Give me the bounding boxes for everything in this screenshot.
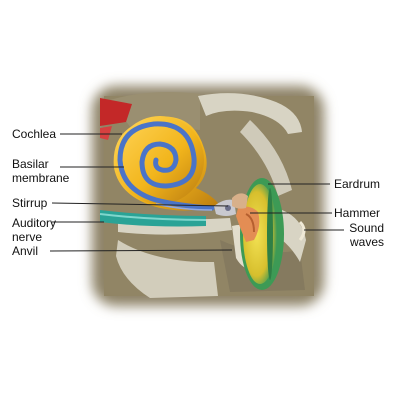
hammer — [236, 206, 260, 242]
label-hammer: Hammer — [334, 206, 381, 220]
label-auditory-line2: nerve — [12, 230, 43, 244]
anvil — [232, 193, 248, 209]
label-sound-waves: Sound waves — [344, 221, 384, 249]
label-basilar-membrane: Basilar membrane — [12, 157, 69, 185]
label-stirrup: Stirrup — [12, 196, 48, 210]
leader-lines — [49, 133, 344, 252]
label-cochlea: Cochlea — [12, 127, 57, 141]
leader-stirrup — [51, 202, 229, 207]
label-auditory-nerve: Auditory nerve — [12, 216, 56, 244]
label-basilar-line1: Basilar — [12, 157, 49, 171]
red-accent — [100, 98, 132, 126]
label-sound-line2: waves — [349, 235, 384, 249]
red-accent-2 — [100, 126, 112, 140]
label-sound-line1: Sound — [349, 221, 384, 235]
cochlea — [113, 116, 220, 211]
leader-anvil — [49, 249, 233, 252]
basilar-membrane — [117, 121, 215, 211]
label-anvil: Anvil — [12, 244, 39, 258]
stirrup — [214, 199, 236, 216]
label-eardrum: Eardrum — [334, 177, 381, 191]
label-basilar-line2: membrane — [12, 171, 70, 185]
auditory-nerve — [99, 210, 207, 227]
label-auditory-line1: Auditory — [12, 216, 57, 230]
